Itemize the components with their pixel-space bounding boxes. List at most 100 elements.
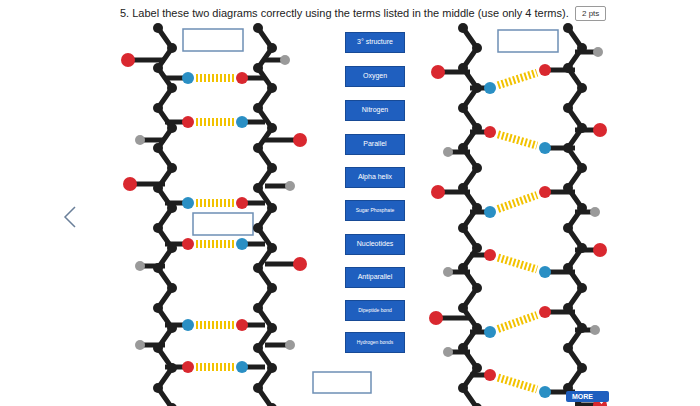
atom bbox=[253, 383, 263, 393]
atom bbox=[431, 185, 445, 199]
atom bbox=[236, 238, 248, 250]
hydrogen-bond-stripes bbox=[498, 134, 537, 145]
atom bbox=[539, 186, 551, 198]
atom bbox=[267, 363, 277, 373]
atom bbox=[285, 181, 295, 191]
atom bbox=[563, 343, 573, 353]
term-box: Oxygen bbox=[345, 66, 405, 87]
term-box: Nitrogen bbox=[345, 100, 405, 121]
atom bbox=[458, 103, 468, 113]
atom bbox=[267, 203, 277, 213]
points-badge: 2 pts bbox=[575, 6, 606, 21]
atom bbox=[563, 103, 573, 113]
node-text: Alpha helix bbox=[358, 173, 392, 181]
node-text: Dipeptide bond bbox=[358, 308, 392, 314]
atom bbox=[431, 65, 445, 79]
hydrogen-bond-stripes bbox=[196, 118, 234, 126]
atom bbox=[484, 249, 496, 261]
node-text: Hydrogen bonds bbox=[357, 340, 394, 346]
hydrogen-bond-stripes bbox=[498, 258, 537, 270]
atom bbox=[167, 83, 177, 93]
node-text: Parallel bbox=[363, 140, 386, 148]
atom bbox=[182, 238, 194, 250]
atom bbox=[593, 243, 607, 257]
hydrogen-bond-stripes bbox=[498, 73, 537, 86]
hydrogen-bond-stripes bbox=[196, 199, 234, 207]
atom bbox=[135, 135, 145, 145]
atom bbox=[167, 283, 177, 293]
atom bbox=[153, 303, 163, 313]
answer-box bbox=[193, 213, 253, 235]
atom bbox=[153, 23, 163, 33]
node-text: MORE bbox=[572, 393, 593, 400]
node-text: 3° structure bbox=[357, 38, 393, 46]
atom bbox=[267, 283, 277, 293]
atom bbox=[539, 64, 551, 76]
atom bbox=[429, 311, 443, 325]
answer-box bbox=[498, 30, 558, 52]
atom bbox=[293, 257, 307, 271]
atom bbox=[472, 43, 482, 53]
hydrogen-bond-stripes bbox=[498, 378, 537, 390]
atom bbox=[253, 103, 263, 113]
nav-chevron bbox=[65, 207, 75, 227]
atom bbox=[590, 325, 600, 335]
atom bbox=[280, 55, 290, 65]
term-box: Antiparallel bbox=[345, 267, 405, 288]
hydrogen-bond-stripes bbox=[498, 195, 537, 209]
atom bbox=[267, 403, 277, 406]
atom bbox=[182, 361, 194, 373]
atom bbox=[484, 369, 496, 381]
term-box: Dipeptide bond bbox=[345, 300, 405, 321]
node-text: Nitrogen bbox=[362, 106, 388, 114]
atom bbox=[593, 47, 603, 57]
atom bbox=[182, 116, 194, 128]
atom bbox=[267, 123, 277, 133]
hydrogen-bond-stripes bbox=[498, 315, 537, 329]
atom bbox=[458, 383, 468, 393]
atom bbox=[563, 223, 573, 233]
atom bbox=[253, 23, 263, 33]
atom bbox=[123, 177, 137, 191]
atom bbox=[267, 243, 277, 253]
hydrogen-bond-stripes bbox=[196, 240, 234, 248]
node-text: Oxygen bbox=[363, 72, 387, 80]
atom bbox=[153, 223, 163, 233]
atom bbox=[293, 133, 307, 147]
atom bbox=[236, 197, 248, 209]
atom bbox=[153, 63, 163, 73]
atom bbox=[577, 163, 587, 173]
node-text: Antiparallel bbox=[358, 273, 393, 281]
atom bbox=[153, 383, 163, 393]
atom bbox=[167, 163, 177, 173]
atom bbox=[472, 363, 482, 373]
term-box: Nucleotides bbox=[345, 234, 405, 255]
atom bbox=[267, 163, 277, 173]
atom bbox=[443, 147, 453, 157]
atom bbox=[472, 243, 482, 253]
atom bbox=[593, 123, 607, 137]
atom bbox=[182, 197, 194, 209]
node-text: Sugar Phosphate bbox=[356, 208, 395, 214]
atom bbox=[577, 83, 587, 93]
atom bbox=[539, 306, 551, 318]
atom bbox=[539, 142, 551, 154]
atom bbox=[577, 283, 587, 293]
hydrogen-bond-stripes bbox=[196, 74, 234, 82]
atom bbox=[253, 223, 263, 233]
atom bbox=[590, 207, 600, 217]
term-box: Sugar Phosphate bbox=[345, 200, 405, 221]
atom bbox=[443, 267, 453, 277]
atom bbox=[458, 223, 468, 233]
atom bbox=[253, 63, 263, 73]
answer-box bbox=[183, 29, 243, 51]
atom bbox=[236, 116, 248, 128]
atom bbox=[539, 266, 551, 278]
atom bbox=[472, 283, 482, 293]
atom bbox=[167, 403, 177, 406]
atom bbox=[253, 303, 263, 313]
term-box: Parallel bbox=[345, 134, 405, 155]
term-box: 3° structure bbox=[345, 32, 405, 53]
atom bbox=[472, 163, 482, 173]
atom bbox=[577, 363, 587, 373]
